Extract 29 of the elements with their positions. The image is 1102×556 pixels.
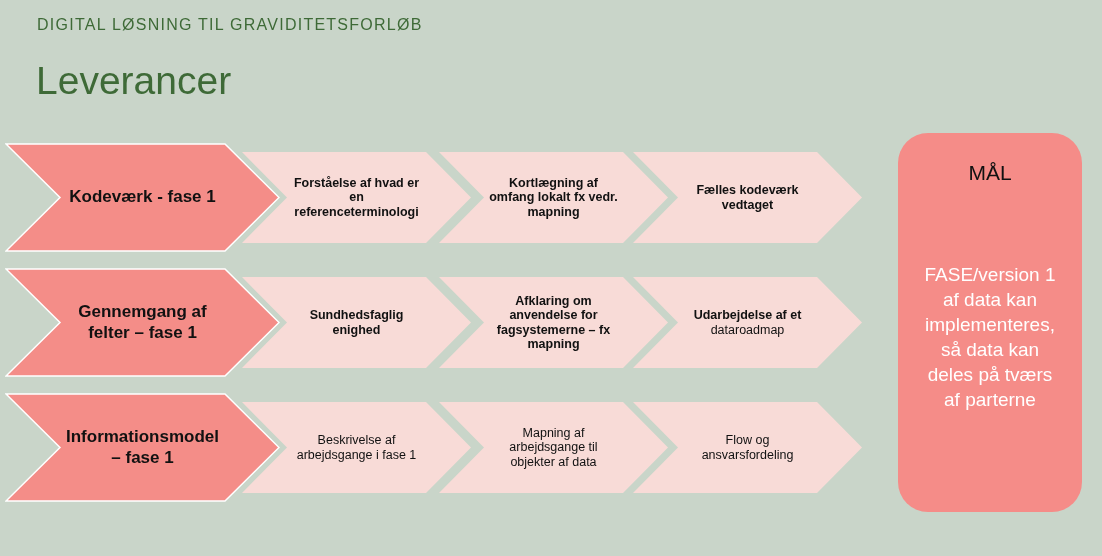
phase-label: Gennemgang af felter – fase 1 — [77, 302, 208, 343]
deck-heading: DIGITAL LØSNING TIL GRAVIDITETSFORLØB — [37, 17, 423, 33]
process-step — [242, 277, 471, 368]
step-label: Mapning af arbejdsgange til objekter af data — [508, 425, 599, 470]
goal-panel — [898, 133, 1082, 512]
page-title: Leverancer — [36, 61, 232, 100]
process-step — [242, 152, 471, 243]
step-label: Flow og ansvarsfordeling — [700, 433, 795, 462]
step-label: Beskrivelse af arbejdsgange i fase 1 — [296, 433, 417, 462]
step-label: Udarbejdelse af et dataroadmap — [692, 308, 803, 337]
process-step — [439, 152, 668, 243]
process-step — [633, 402, 862, 493]
phase-label: Kodeværk - fase 1 — [69, 187, 216, 208]
step-label: Kortlægning af omfang lokalt fx vedr. mapning — [488, 175, 619, 220]
phase-step — [5, 393, 280, 502]
goal-heading: MÅL — [967, 161, 1013, 186]
step-label: Afklaring om anvendelse for fagsystemerne – fx mapning — [495, 293, 612, 352]
step-label: Sundhedsfaglig enighed — [308, 308, 405, 337]
process-step — [242, 402, 471, 493]
step-label: Fælles kodeværk vedtaget — [695, 183, 800, 212]
phase-step — [5, 143, 280, 252]
step-label: Forståelse af hvad er en referenceterminologi — [292, 175, 421, 220]
phase-step — [5, 268, 280, 377]
process-step — [633, 277, 862, 368]
process-step — [633, 152, 862, 243]
process-step — [439, 402, 668, 493]
goal-text: FASE/version 1 af data kan implementeres, så data kan deles på tværs af parterne — [923, 263, 1057, 412]
process-step — [439, 277, 668, 368]
phase-label: Informationsmodel – fase 1 — [65, 427, 220, 468]
